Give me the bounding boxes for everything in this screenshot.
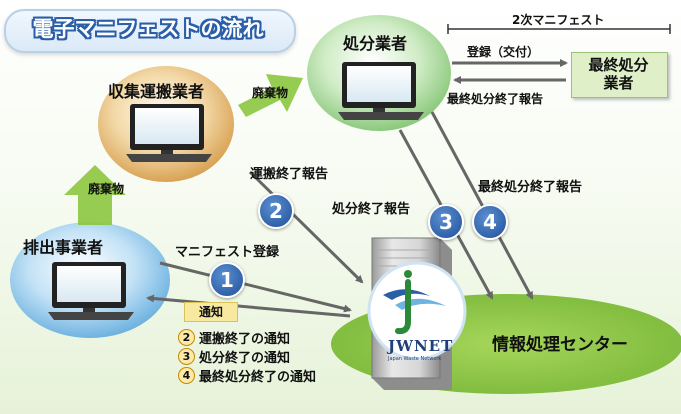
waste-arrow-1-icon [64, 165, 126, 225]
notice-item-final: 最終処分終了の通知 [199, 370, 317, 385]
notice-badge: 3 [178, 348, 195, 365]
waste-arrow-2-icon [238, 74, 303, 117]
notice-label: 通知 [198, 305, 223, 319]
disposer-label: 処分業者 [343, 34, 408, 53]
step-3-marker: 3 [428, 204, 464, 240]
diagram-title: 電子マニフェストの流れ [32, 17, 264, 41]
transporter-label: 収集運搬業者 [108, 82, 205, 101]
final-disposer-box [571, 52, 668, 98]
final-report-side-label: 最終処分終了報告 [447, 92, 544, 106]
final-disposer-label: 最終処分 業者 [588, 56, 649, 92]
notice-item-disposal: 処分終了の通知 [199, 351, 291, 366]
step-4-marker: 4 [472, 204, 508, 240]
step-2-marker: 2 [258, 193, 294, 229]
registration-issue-label: 登録（交付） [467, 45, 540, 59]
final-report-label: 最終処分終了報告 [478, 180, 583, 195]
jwnet-logo-icon [367, 261, 467, 361]
jwnet-logo-text: JWNET [388, 337, 454, 355]
waste-label-2: 廃棄物 [252, 86, 289, 100]
transporter-computer-icon [126, 104, 212, 162]
disposal-report-label: 処分終了報告 [332, 202, 411, 217]
step-1-marker: 1 [209, 262, 245, 298]
waste-label-1: 廃棄物 [88, 182, 125, 196]
discharger-computer-icon [48, 262, 134, 320]
secondary-manifest-bracket [447, 24, 671, 34]
disposer-computer-icon [338, 62, 424, 120]
notice-tag [184, 302, 238, 322]
center-label: 情報処理センター [492, 335, 628, 355]
notice-item-transport: 運搬終了の通知 [199, 332, 291, 347]
notice-badge: 2 [178, 329, 195, 346]
arrow-step-1 [159, 261, 352, 313]
manifest-registration-label: マニフェスト登録 [175, 245, 280, 260]
title-pill [4, 9, 296, 53]
notice-badge: 4 [178, 367, 195, 384]
jwnet-logo-subtext: Japan Waste Network [388, 356, 442, 362]
discharger-label: 排出事業者 [23, 238, 104, 257]
arrow-step-2 [248, 170, 364, 284]
secondary-manifest-label: 2次マニフェスト [512, 13, 605, 27]
notice-arrow [146, 294, 351, 318]
transport-report-label: 運搬終了報告 [250, 167, 329, 182]
